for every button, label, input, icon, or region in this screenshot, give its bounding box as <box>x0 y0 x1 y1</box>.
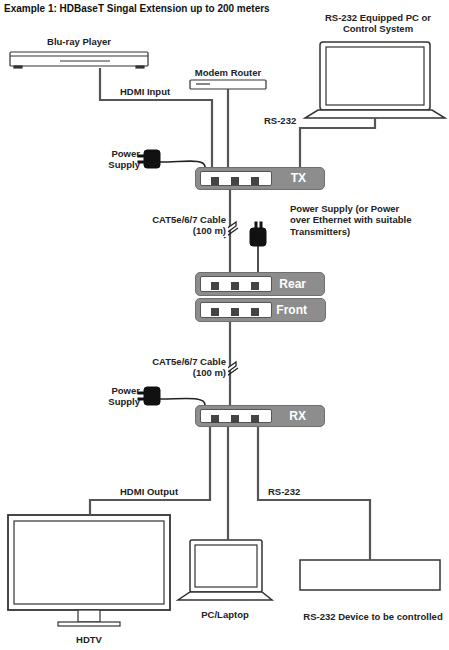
device-housing: TX <box>195 167 325 190</box>
device-group: RS-232 Equipped PC or Control System <box>310 12 446 118</box>
port-socket <box>211 415 219 423</box>
port-socket <box>231 177 239 185</box>
cable-line <box>90 427 210 515</box>
cable-label: CAT5e/6/7 Cable (100 m) <box>146 214 228 237</box>
port-socket <box>211 308 219 316</box>
cable-line <box>258 427 370 560</box>
device-label: HDTV <box>76 634 102 645</box>
cable-label: HDMI Output <box>118 486 184 497</box>
device-label: Rear <box>279 273 306 295</box>
port-socket <box>251 415 259 423</box>
power-label: Power Supply <box>100 385 140 408</box>
cable-label: CAT5e/6/7 Cable (100 m) <box>146 356 228 379</box>
device-housing: RX <box>195 405 325 427</box>
port-panel <box>200 276 272 292</box>
device-group: Blu-ray Player <box>8 36 150 68</box>
power-label: Power Supply <box>100 148 140 171</box>
device-label: TX <box>291 168 306 189</box>
diagram-title: Example 1: HDBaseT Singal Extension up t… <box>4 3 270 14</box>
port-panel <box>200 302 272 318</box>
device-label: Blu-ray Player <box>47 36 111 47</box>
port-socket <box>251 177 259 185</box>
power-label: Power Supply (or Power over Ethernet wit… <box>290 203 420 237</box>
cable-label: RS-232 <box>262 115 302 126</box>
port-panel <box>200 409 272 423</box>
device-group: HDTV <box>8 515 170 645</box>
port-socket <box>211 177 219 185</box>
device-label: RS-232 Device to be controlled <box>303 611 442 622</box>
cable-line <box>229 322 231 405</box>
port-socket <box>231 415 239 423</box>
cable-label: RS-232 <box>266 486 306 497</box>
device-housing: Front <box>195 298 326 322</box>
port-socket <box>231 282 239 290</box>
device-label: RX <box>289 406 306 426</box>
device-label: RS-232 Equipped PC or Control System <box>310 12 446 35</box>
port-socket <box>231 308 239 316</box>
cable-line <box>300 118 375 167</box>
device-housing: Rear <box>195 272 325 296</box>
device-group: PC/Laptop <box>178 540 272 620</box>
port-socket <box>251 308 259 316</box>
device-group: Modem Router <box>180 67 276 89</box>
port-panel <box>200 171 272 186</box>
port-socket <box>211 282 219 290</box>
cable-line <box>227 427 229 540</box>
device-group: RS-232 Device to be controlled <box>300 560 446 622</box>
device-label: Modem Router <box>195 67 262 78</box>
cable-label: HDMI Input <box>118 86 182 97</box>
device-label: Front <box>276 299 307 321</box>
device-label: PC/Laptop <box>201 609 249 620</box>
port-socket <box>251 282 259 290</box>
cable-line <box>227 89 229 167</box>
